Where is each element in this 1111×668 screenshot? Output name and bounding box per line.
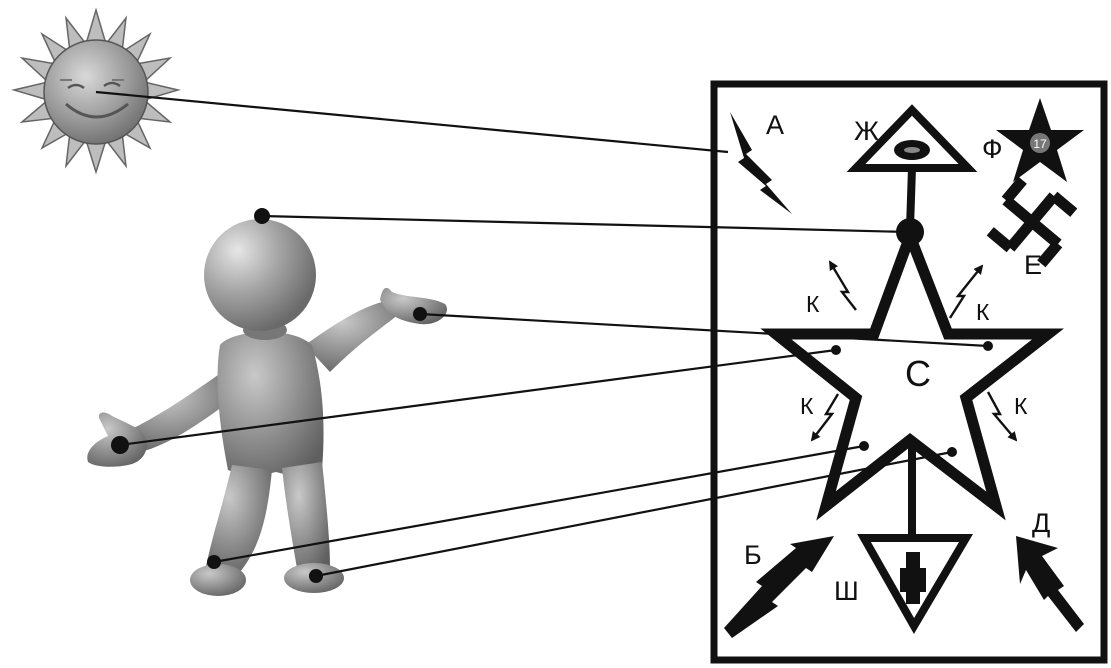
connection-dots	[111, 208, 993, 583]
label-b: Б	[744, 540, 762, 570]
big-star-icon	[760, 220, 1064, 521]
swastika-icon	[986, 176, 1078, 268]
label-d: Д	[1032, 508, 1050, 538]
label-a: А	[766, 110, 784, 140]
label-k-mid-left: К	[800, 393, 814, 419]
label-sh: Ш	[834, 576, 859, 606]
line-head-to-top-node	[261, 214, 909, 234]
label-k-top-left: К	[806, 291, 820, 317]
label-k-top-right: К	[976, 299, 990, 325]
arrow-d-icon	[1016, 536, 1084, 632]
label-zh: Ж	[854, 116, 879, 146]
line-right-foot-to-star	[315, 450, 953, 578]
human-figure	[87, 219, 448, 596]
label-e: Е	[1024, 250, 1042, 280]
small-star-number: 17	[1033, 137, 1047, 151]
lightning-b-icon	[724, 536, 834, 638]
small-star-icon: 17	[996, 98, 1084, 182]
line-sun-to-a	[95, 90, 729, 154]
label-f: Ф	[982, 134, 1003, 164]
symbol-frame	[710, 80, 1108, 664]
line-right-hand-to-star	[419, 312, 989, 348]
inverted-triangle-icon	[857, 446, 974, 634]
label-s: С	[905, 353, 931, 394]
label-k-mid-right: К	[1014, 393, 1028, 419]
line-left-foot-to-star	[213, 444, 865, 564]
lightning-a-icon	[730, 112, 792, 214]
k-arrow-icons	[810, 260, 1018, 442]
sun-icon	[11, 7, 181, 175]
